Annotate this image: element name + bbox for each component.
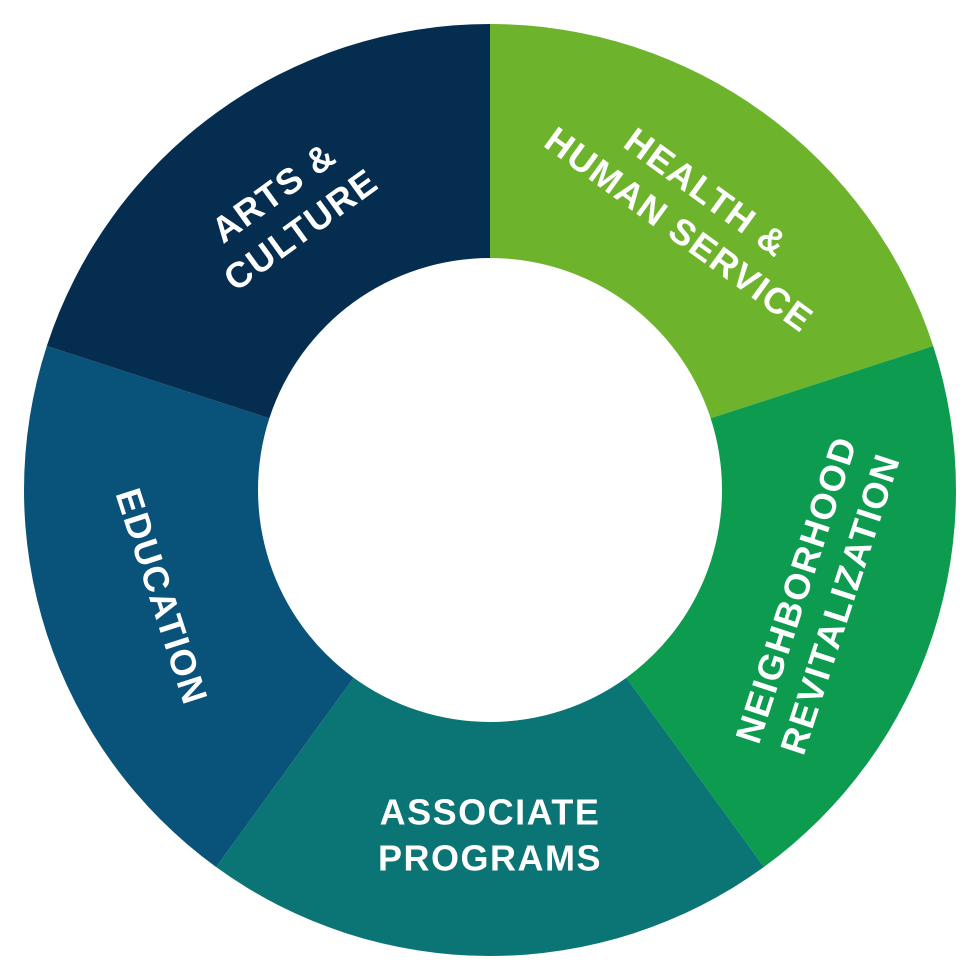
donut-segment-associate-programs [216, 677, 764, 956]
donut-segment-arts-culture [46, 24, 491, 419]
donut-segments [24, 24, 956, 956]
donut-segment-neighborhood-revitalization [626, 346, 956, 867]
donut-segment-education [24, 346, 354, 867]
donut-segment-health-human-service [490, 24, 934, 419]
